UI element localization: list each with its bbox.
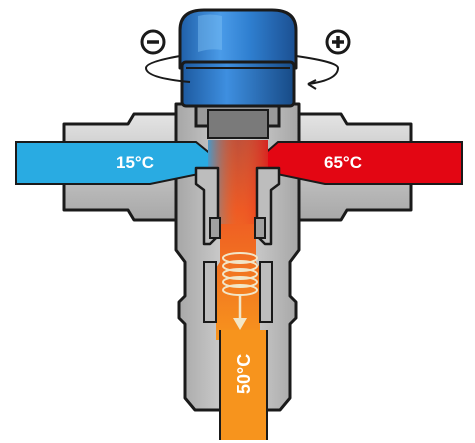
- thermostatic-spring: [222, 252, 258, 330]
- knob-band: [180, 60, 296, 108]
- hot-inlet-flow: [245, 141, 463, 185]
- rotation-arrow-icon: [144, 55, 340, 90]
- adjustment-knob[interactable]: [178, 8, 298, 108]
- bonnet-inner: [207, 109, 269, 139]
- lower-right-wall: [259, 261, 273, 323]
- internal-seats: [194, 166, 281, 323]
- cold-inlet-flow: [15, 141, 231, 185]
- mixing-chamber-blend: [208, 140, 268, 224]
- water-flows: [15, 140, 463, 440]
- knob-top: [178, 8, 298, 70]
- mixed-outlet-flow: [220, 330, 267, 440]
- plus-circle-icon[interactable]: [325, 29, 351, 55]
- mixed-outlet-temperature: 50°C: [234, 354, 254, 394]
- minus-circle-icon[interactable]: [140, 29, 166, 55]
- lower-left-wall: [203, 261, 217, 323]
- cold-inlet-temperature: 15°C: [116, 153, 154, 172]
- hot-inlet-temperature: 65°C: [324, 153, 362, 172]
